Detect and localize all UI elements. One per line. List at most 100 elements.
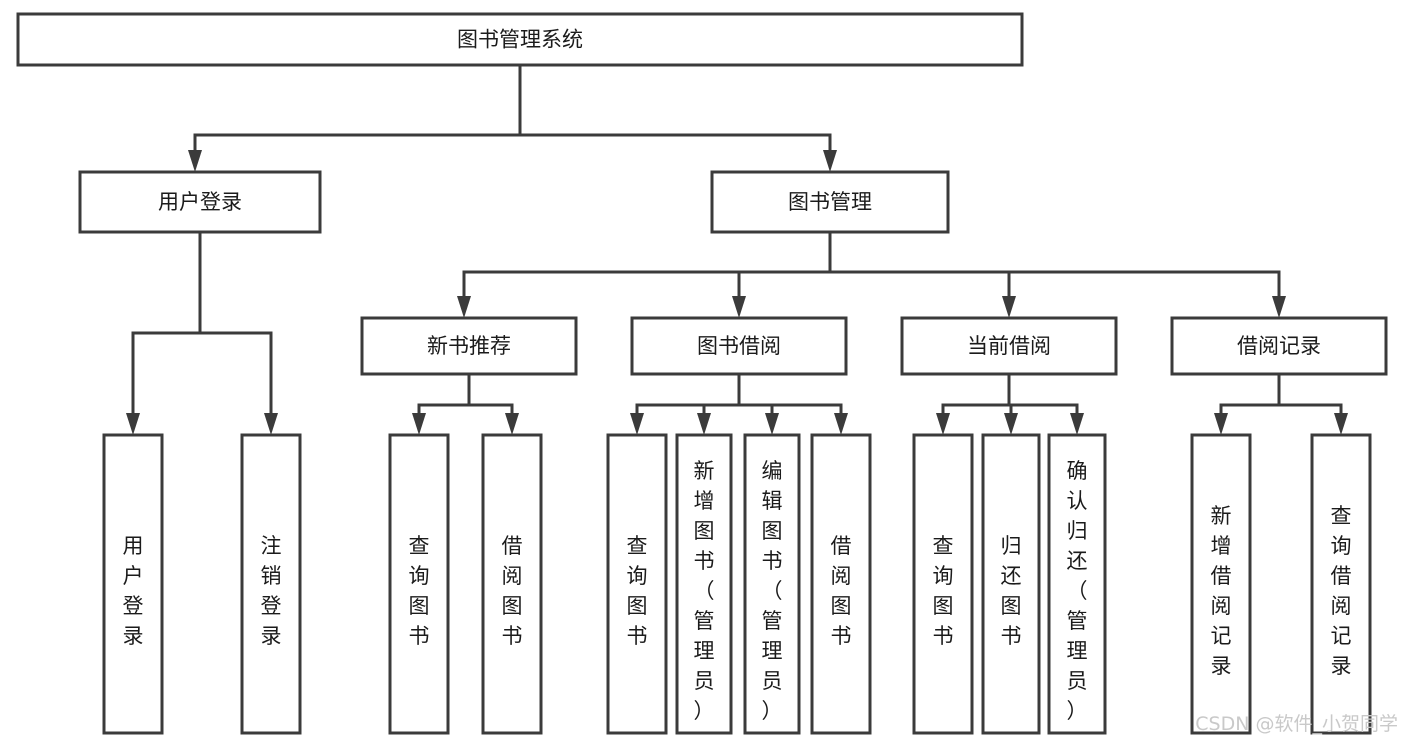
node-new-book-recommend[interactable]: 新书推荐 xyxy=(360,316,578,376)
node-user-login[interactable]: 用户登录 xyxy=(78,170,322,234)
node-label-char: 用 xyxy=(123,534,144,558)
node-label-char: 录 xyxy=(1211,654,1232,678)
arrow-head-icon xyxy=(126,413,140,435)
node-box[interactable] xyxy=(981,433,1041,735)
node-box[interactable] xyxy=(1047,433,1107,735)
arrow-head-icon xyxy=(630,413,644,435)
node-label-char: 图 xyxy=(409,594,430,618)
node-label-char: 查 xyxy=(627,534,648,558)
node-box[interactable] xyxy=(388,433,450,735)
arrow-head-icon xyxy=(264,413,278,435)
node-box[interactable] xyxy=(710,170,950,234)
node-label-char: 询 xyxy=(627,564,648,588)
node-box[interactable] xyxy=(78,170,322,234)
node-box[interactable] xyxy=(481,433,543,735)
arrow-head-icon xyxy=(412,413,426,435)
node-label-char: 书 xyxy=(502,624,523,648)
node-label-char: 理 xyxy=(694,639,715,663)
node-box[interactable] xyxy=(360,316,578,376)
node-label: 图书管理系统 xyxy=(457,28,583,52)
node-layer: 图书管理系统用户登录图书管理新书推荐图书借阅当前借阅借阅记录用户登录注销登录查询… xyxy=(16,12,1388,735)
node-book-manage[interactable]: 图书管理 xyxy=(710,170,950,234)
arrow-head-icon xyxy=(697,413,711,435)
connector-layer xyxy=(126,63,1348,435)
node-label-char: （ xyxy=(1067,579,1088,603)
node-box[interactable] xyxy=(16,12,1024,67)
node-label-char: 增 xyxy=(1211,534,1232,558)
node-label-char: 查 xyxy=(409,534,430,558)
node-label-char: 登 xyxy=(261,594,282,618)
node-box[interactable] xyxy=(675,433,733,735)
node-label-char: 录 xyxy=(123,624,144,648)
arrow-head-icon xyxy=(1334,413,1348,435)
node-label-char: 记 xyxy=(1211,624,1232,648)
node-label-char: 图 xyxy=(762,519,783,543)
node-label-char: 图 xyxy=(627,594,648,618)
node-label-char: 理 xyxy=(1067,639,1088,663)
node-label-char: 图 xyxy=(502,594,523,618)
arrow-head-icon xyxy=(1070,413,1084,435)
node-label-char: 借 xyxy=(831,534,852,558)
node-root[interactable]: 图书管理系统 xyxy=(16,12,1024,67)
node-label: 借阅记录 xyxy=(1237,334,1321,358)
node-current-borrow[interactable]: 当前借阅 xyxy=(900,316,1118,376)
node-label-char: 阅 xyxy=(1211,594,1232,618)
node-label: 用户登录 xyxy=(158,190,242,214)
node-label-char: 书 xyxy=(409,624,430,648)
node-borrow-record[interactable]: 借阅记录 xyxy=(1170,316,1388,376)
node-box[interactable] xyxy=(240,433,302,735)
node-book-borrow[interactable]: 图书借阅 xyxy=(630,316,848,376)
node-box[interactable] xyxy=(1170,316,1388,376)
arrow-head-icon xyxy=(765,413,779,435)
node-box[interactable] xyxy=(810,433,872,735)
node-label-char: 归 xyxy=(1001,534,1022,558)
node-label-char: 书 xyxy=(1001,624,1022,648)
node-label-char: 图 xyxy=(1001,594,1022,618)
node-label-char: 录 xyxy=(1331,654,1352,678)
arrow-head-icon xyxy=(732,296,746,318)
node-label-char: 阅 xyxy=(502,564,523,588)
node-label-char: 新 xyxy=(1211,504,1232,528)
node-label-char: 编 xyxy=(762,459,783,483)
node-box[interactable] xyxy=(900,316,1118,376)
node-label-char: 图 xyxy=(933,594,954,618)
node-box[interactable] xyxy=(606,433,668,735)
node-box[interactable] xyxy=(1190,433,1252,735)
node-box[interactable] xyxy=(743,433,801,735)
node-box[interactable] xyxy=(912,433,974,735)
node-label: 图书管理 xyxy=(788,190,872,214)
node-label-char: 阅 xyxy=(831,564,852,588)
node-label-char: 书 xyxy=(694,549,715,573)
node-label-char: 询 xyxy=(1331,534,1352,558)
node-label-char: 理 xyxy=(762,639,783,663)
node-label-char: 借 xyxy=(1211,564,1232,588)
node-label-char: 借 xyxy=(502,534,523,558)
node-label-char: ） xyxy=(694,699,715,723)
node-label-char: 归 xyxy=(1067,519,1088,543)
node-label-char: 书 xyxy=(762,549,783,573)
node-box[interactable] xyxy=(1310,433,1372,735)
arrow-head-icon xyxy=(1002,296,1016,318)
node-box[interactable] xyxy=(102,433,164,735)
node-label-char: （ xyxy=(762,579,783,603)
node-label-char: 管 xyxy=(694,609,715,633)
node-label-char: 询 xyxy=(933,564,954,588)
node-label-char: 辑 xyxy=(762,489,783,513)
node-leaf-user-login[interactable]: 用户登录 xyxy=(102,433,164,735)
node-label: 图书借阅 xyxy=(697,334,781,358)
node-box[interactable] xyxy=(630,316,848,376)
node-label-char: 增 xyxy=(694,489,715,513)
